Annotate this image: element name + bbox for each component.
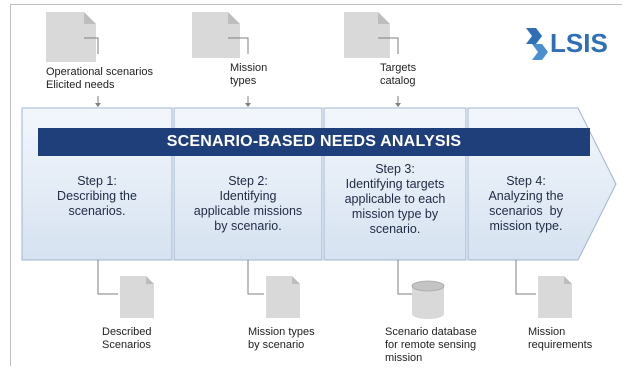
output-connector-2 [247, 260, 264, 295]
output-label-2: Mission types by scenario [248, 326, 315, 351]
step-2-text: Step 2: Identifying applicable missions … [193, 174, 303, 233]
arrow-down-icon [95, 96, 101, 107]
step-1-text: Step 1: Describing the scenarios. [57, 174, 137, 218]
input-label-3: Targets catalog [380, 62, 417, 87]
output-label-3: Scenario database for remote sensing mis… [385, 326, 477, 364]
arrow-down-icon [245, 96, 251, 107]
output-connector-1 [97, 260, 118, 295]
output-label-4: Mission requirements [528, 326, 593, 351]
frame-top-line [10, 4, 622, 5]
output-label-1: Described Scenarios [102, 326, 152, 351]
output-doc-1-icon [120, 276, 154, 318]
input-label-2: Mission types [230, 62, 268, 87]
output-connector-4 [515, 260, 536, 295]
arrow-down-icon [395, 96, 401, 107]
step-4-text: Step 4: Analyzing the scenarios by missi… [488, 174, 564, 233]
banner-bar [38, 128, 590, 156]
input-doc-2-icon [192, 12, 249, 58]
lsis-logo-text: LSIS [550, 28, 608, 58]
output-doc-4-icon [538, 276, 572, 318]
output-connector-3 [397, 260, 412, 295]
step-3-text: Step 3: Identifying targets applicable t… [344, 162, 446, 236]
input-doc-3-icon [344, 12, 399, 58]
input-label-1: Operational scenarios Elicited needs [46, 66, 154, 91]
input-doc-1-icon [46, 12, 99, 62]
output-doc-2-icon [266, 276, 300, 318]
banner-title: SCENARIO-BASED NEEDS ANALYSIS [166, 133, 462, 150]
frame-left-line [10, 4, 11, 366]
lsis-logo-icon [526, 28, 548, 60]
database-icon [411, 280, 445, 319]
